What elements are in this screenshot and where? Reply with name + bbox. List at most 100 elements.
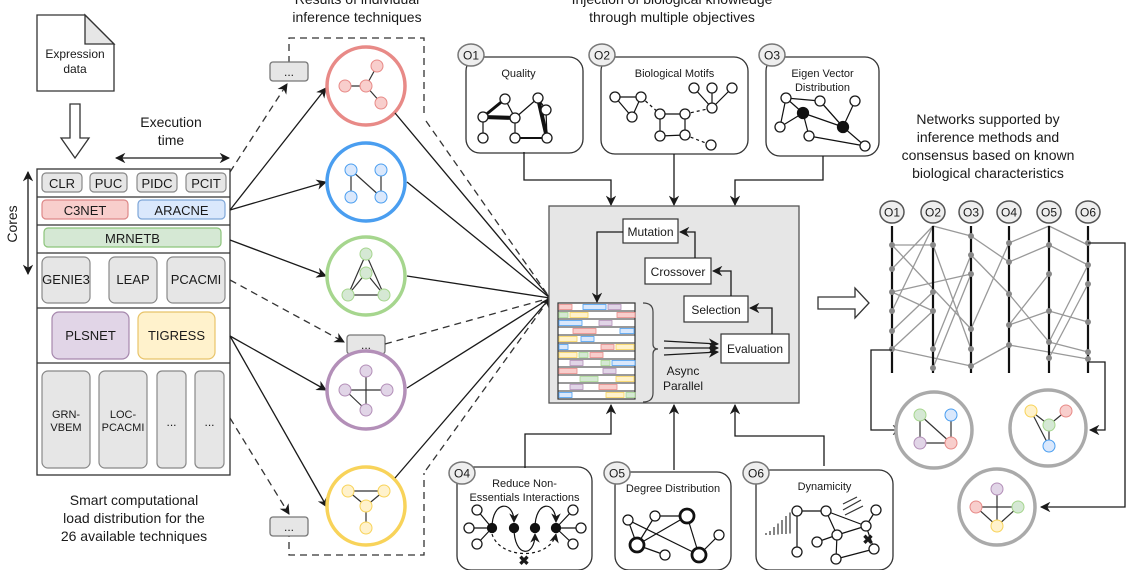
consensus-objective-o6[interactable]: O6	[1075, 200, 1101, 224]
final-network-2[interactable]	[1008, 388, 1088, 468]
node	[774, 121, 786, 133]
title-results: Results of individual inference techniqu…	[292, 0, 421, 25]
signal-bar	[844, 505, 864, 516]
cores-label: Cores	[4, 205, 20, 242]
consensus-point	[1046, 339, 1052, 345]
gene-segment	[580, 336, 595, 342]
consensus-edge	[891, 225, 934, 270]
technique-c3net[interactable]: C3NET	[41, 199, 129, 220]
edge	[636, 515, 688, 546]
result-network-green[interactable]	[325, 235, 407, 317]
technique-puc[interactable]: PUC	[89, 172, 128, 193]
reduce-graph: ✖	[463, 504, 587, 568]
ellipsis-box-bottom[interactable]: ...	[269, 516, 309, 537]
result-circle-blue	[325, 141, 407, 223]
node	[338, 79, 352, 93]
consensus-point	[1085, 262, 1091, 268]
consensus-objective-o5[interactable]: O5	[1036, 200, 1062, 224]
edge	[919, 414, 952, 444]
technique-aracne[interactable]: ARACNE	[137, 199, 226, 220]
title-injection-line1: Injection of biological knowledge	[572, 0, 773, 7]
consensus-network: O1 O2 O3 O4 O5 O6	[870, 200, 1126, 513]
result-network-purple[interactable]	[325, 349, 407, 431]
objective-label: Eigen Vector	[791, 68, 854, 80]
edge	[835, 548, 875, 560]
consensus-point	[930, 242, 936, 248]
node	[374, 96, 388, 110]
node	[1024, 404, 1038, 418]
edge	[365, 253, 385, 296]
final-network-3[interactable]	[957, 467, 1037, 547]
consensus-objective-o3[interactable]: O3	[958, 200, 984, 224]
crossover-box[interactable]: Crossover	[644, 257, 712, 285]
objective-badge	[879, 200, 905, 224]
node	[499, 93, 511, 105]
technique-leap[interactable]: LEAP	[108, 256, 158, 304]
consensus-edge	[932, 225, 972, 237]
consensus-objective-o1[interactable]: O1	[879, 200, 905, 224]
execution-time-line1: Execution	[140, 114, 201, 130]
edge	[808, 135, 866, 147]
technique-tigress[interactable]: TIGRESS	[137, 311, 216, 360]
technique-loc-pcacmi[interactable]: LOC- PCACMI	[98, 370, 148, 469]
final-network-1[interactable]	[894, 390, 974, 470]
node	[811, 536, 823, 548]
consensus-point	[889, 266, 895, 272]
technique-grn-vbem[interactable]: GRN- VBEM	[41, 370, 91, 469]
right-arrow-icon	[817, 286, 870, 320]
technique-mrnetb[interactable]: MRNETB	[43, 227, 222, 248]
brace	[642, 302, 659, 403]
node	[944, 436, 958, 450]
title-smart-line2: load distribution for the	[63, 510, 205, 526]
technique-clr[interactable]: CLR	[41, 172, 83, 193]
node	[706, 82, 718, 94]
node	[791, 546, 803, 558]
objective-label: Quality	[501, 68, 536, 80]
gene-segment	[569, 312, 589, 318]
down-arrow-icon	[59, 103, 91, 160]
gene-segment	[558, 336, 578, 342]
node	[654, 130, 666, 142]
mutation-box[interactable]: Mutation	[622, 218, 679, 244]
results-to-ga-arrows	[384, 112, 551, 479]
technique-pidc[interactable]: PIDC	[136, 172, 178, 193]
result-network-blue[interactable]	[325, 141, 407, 223]
technique-more-2[interactable]: ...	[194, 370, 225, 469]
node	[679, 108, 691, 120]
expression-label-line1: Expression	[45, 47, 104, 61]
result-network-red[interactable]	[325, 45, 407, 127]
consensus-objective-o2[interactable]: O2	[920, 200, 946, 224]
node	[688, 82, 700, 94]
svg-text:MRNETB: MRNETB	[105, 231, 160, 246]
consensus-edge	[1008, 244, 1050, 263]
ellipsis-box-top[interactable]: ...	[269, 61, 309, 82]
result-network-yellow[interactable]	[325, 465, 407, 547]
consensus-edge	[1048, 310, 1089, 323]
edge	[536, 97, 549, 139]
consensus-point	[1085, 349, 1091, 355]
results-frame-top	[288, 37, 425, 118]
technique-pcacmi[interactable]: PCACMI	[166, 256, 226, 304]
quality-graph	[477, 92, 553, 144]
technique-more-1[interactable]: ...	[156, 370, 187, 469]
consensus-point	[968, 326, 974, 332]
technique-genie3[interactable]: GENIE3	[41, 256, 91, 304]
node	[780, 92, 792, 104]
title-smart-line3: 26 available techniques	[61, 528, 207, 544]
consensus-point	[968, 363, 974, 369]
technique-plsnet[interactable]: PLSNET	[51, 311, 130, 360]
evaluation-box[interactable]: Evaluation	[720, 333, 790, 364]
node	[338, 383, 352, 397]
node	[370, 59, 384, 73]
result-graph	[338, 59, 388, 110]
selection-box[interactable]: Selection	[683, 295, 749, 323]
technique-pcit[interactable]: PCIT	[185, 172, 227, 193]
final-graph	[913, 408, 958, 450]
title-networks-line3: consensus based on known	[902, 147, 1075, 163]
motifs-graph	[609, 82, 738, 151]
consensus-objective-o4[interactable]: O4	[996, 200, 1022, 224]
